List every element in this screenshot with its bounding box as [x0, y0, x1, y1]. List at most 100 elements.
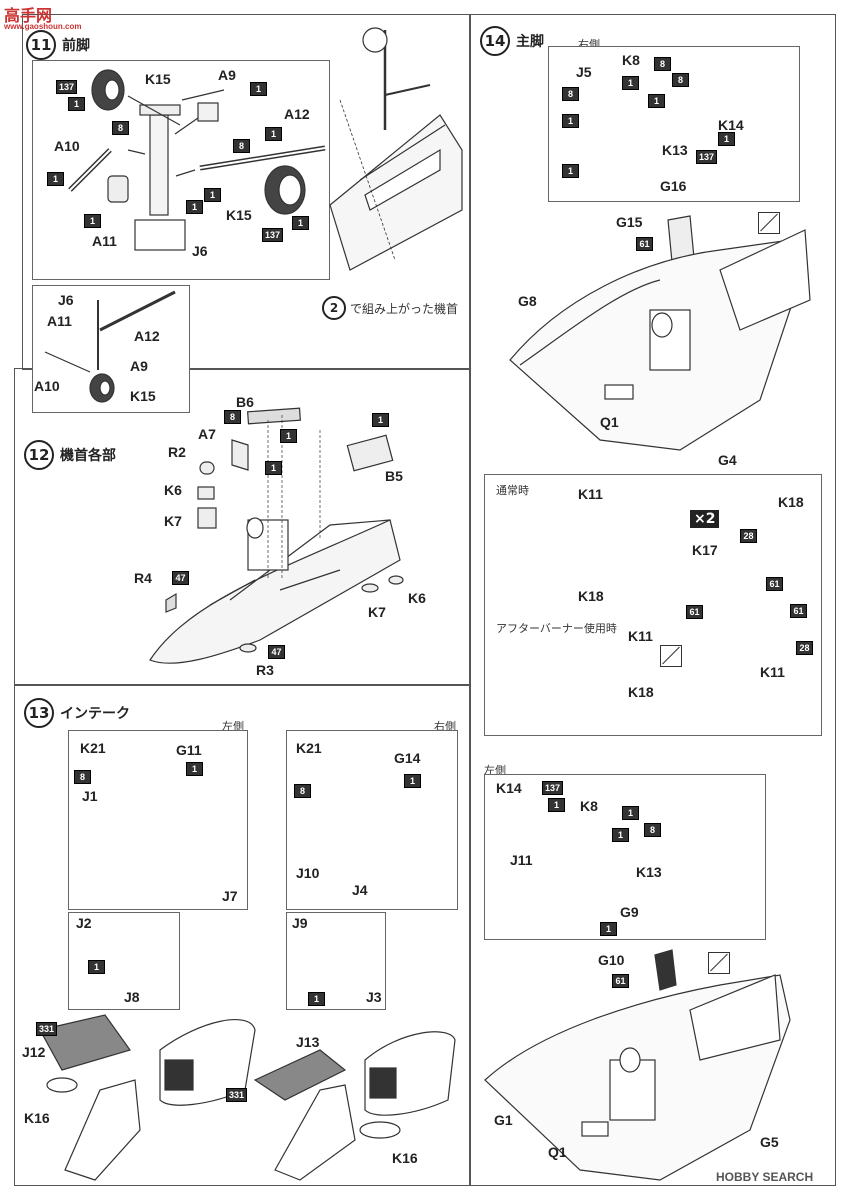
- tag-paint-1: 1: [622, 76, 639, 90]
- tag-paint-61: 61: [612, 974, 629, 988]
- tag-paint-8: 8: [112, 121, 129, 135]
- part-R3: R3: [256, 662, 274, 678]
- part-K13-right: K13: [662, 142, 688, 158]
- tag-paint-1: 1: [204, 188, 221, 202]
- part-A7: A7: [198, 426, 216, 442]
- tag-paint-28: 28: [796, 641, 813, 655]
- left-side-label: 左側: [222, 720, 244, 733]
- part-K11-normal: K11: [578, 486, 603, 502]
- tag-paint-1: 1: [292, 216, 309, 230]
- tag-paint-1: 1: [265, 127, 282, 141]
- tag-paint-8: 8: [672, 73, 689, 87]
- part-J4: J4: [352, 882, 368, 898]
- step-12-frame: [14, 368, 470, 686]
- part-J8: J8: [124, 989, 140, 1005]
- part-R4: R4: [134, 570, 152, 586]
- detail-K15: K15: [130, 388, 156, 404]
- tag-paint-8: 8: [562, 87, 579, 101]
- main-gear-left-box: [484, 774, 766, 940]
- watermark-logo: 高手网: [4, 8, 53, 25]
- part-K13-left: K13: [636, 864, 662, 880]
- part-R2: R2: [168, 444, 186, 460]
- step-14-number: 14: [480, 26, 510, 56]
- normal-caption: 通常時: [496, 484, 529, 497]
- part-K8-left: K8: [580, 798, 598, 814]
- tag-paint-1: 1: [562, 164, 579, 178]
- part-G16: G16: [660, 178, 687, 194]
- part-K7-a: K7: [164, 513, 182, 529]
- tag-paint-1: 1: [372, 413, 389, 427]
- part-J12: J12: [22, 1044, 46, 1060]
- part-A9: A9: [218, 67, 236, 83]
- part-K6-a: K6: [164, 482, 182, 498]
- tag-paint-8: 8: [644, 823, 661, 837]
- detail-A9: A9: [130, 358, 148, 374]
- ref-step-number: 2: [322, 296, 346, 320]
- part-K11-afterburner: K11: [628, 628, 653, 644]
- part-K18-afterburner: K18: [628, 684, 654, 700]
- step-14-header: 14 主脚: [480, 26, 544, 56]
- step-11-frame: [22, 14, 470, 370]
- no-glue-icon: [708, 952, 730, 974]
- tag-paint-331: 331: [36, 1022, 58, 1036]
- step-11-title: 前脚: [62, 38, 90, 54]
- ref-assembled-nose: 2 で組み上がった機首: [322, 296, 458, 320]
- tag-paint-1: 1: [47, 172, 64, 186]
- tag-paint-8: 8: [74, 770, 91, 784]
- part-J9: J9: [292, 915, 308, 931]
- nozzle-options-box: [484, 474, 822, 736]
- tag-paint-8: 8: [654, 57, 671, 71]
- tag-paint-137: 137: [542, 781, 564, 795]
- part-B5: B5: [385, 468, 403, 484]
- tag-paint-1: 1: [308, 992, 325, 1006]
- part-A10: A10: [54, 138, 80, 154]
- tag-paint-61: 61: [686, 605, 703, 619]
- part-G9: G9: [620, 904, 639, 920]
- tag-paint-1: 1: [265, 461, 282, 475]
- part-K18-detail: K18: [778, 494, 804, 510]
- detail-J6: J6: [58, 292, 74, 308]
- part-K6-b: K6: [408, 590, 426, 606]
- part-Q1-lower: Q1: [548, 1144, 567, 1160]
- part-K11-detail: K11: [760, 664, 785, 680]
- part-Q1-upper: Q1: [600, 414, 619, 430]
- tag-paint-1: 1: [622, 806, 639, 820]
- tag-paint-1: 1: [648, 94, 665, 108]
- part-K8-right: K8: [622, 52, 640, 68]
- part-G8: G8: [518, 293, 537, 309]
- part-G1: G1: [494, 1112, 513, 1128]
- tag-paint-8: 8: [233, 139, 250, 153]
- tag-paint-1: 1: [600, 922, 617, 936]
- no-glue-icon: [758, 212, 780, 234]
- step-12-number: 12: [24, 440, 54, 470]
- part-K18-normal: K18: [578, 588, 604, 604]
- part-G4: G4: [718, 452, 737, 468]
- tag-paint-61: 61: [766, 577, 783, 591]
- part-K21-left: K21: [80, 740, 106, 756]
- step-13-number: 13: [24, 698, 54, 728]
- step-12-header: 12 機首各部: [24, 440, 116, 470]
- intake-right-lower-box: [286, 912, 386, 1010]
- tag-paint-47: 47: [268, 645, 285, 659]
- intake-left-lower-box: [68, 912, 180, 1010]
- part-K14-left: K14: [496, 780, 522, 796]
- tag-paint-1: 1: [718, 132, 735, 146]
- part-G10: G10: [598, 952, 625, 968]
- tag-paint-1: 1: [88, 960, 105, 974]
- watermark-hobbysearch: HOBBY SEARCH: [716, 1170, 814, 1184]
- step-13-frame: [14, 684, 470, 1186]
- tag-paint-331: 331: [226, 1088, 248, 1102]
- tag-paint-1: 1: [68, 97, 85, 111]
- left-side-label-14: 左側: [484, 764, 506, 777]
- multiplier-badge: ×2: [690, 510, 720, 528]
- tag-paint-137: 137: [56, 80, 78, 94]
- no-glue-icon: [660, 645, 682, 667]
- part-A11: A11: [92, 233, 117, 249]
- part-G11: G11: [176, 742, 202, 758]
- part-K16-left: K16: [24, 1110, 50, 1126]
- tag-paint-1: 1: [186, 762, 203, 776]
- tag-paint-28: 28: [740, 529, 757, 543]
- tag-paint-137: 137: [696, 150, 718, 164]
- tag-paint-1: 1: [562, 114, 579, 128]
- part-K16-right: K16: [392, 1150, 418, 1166]
